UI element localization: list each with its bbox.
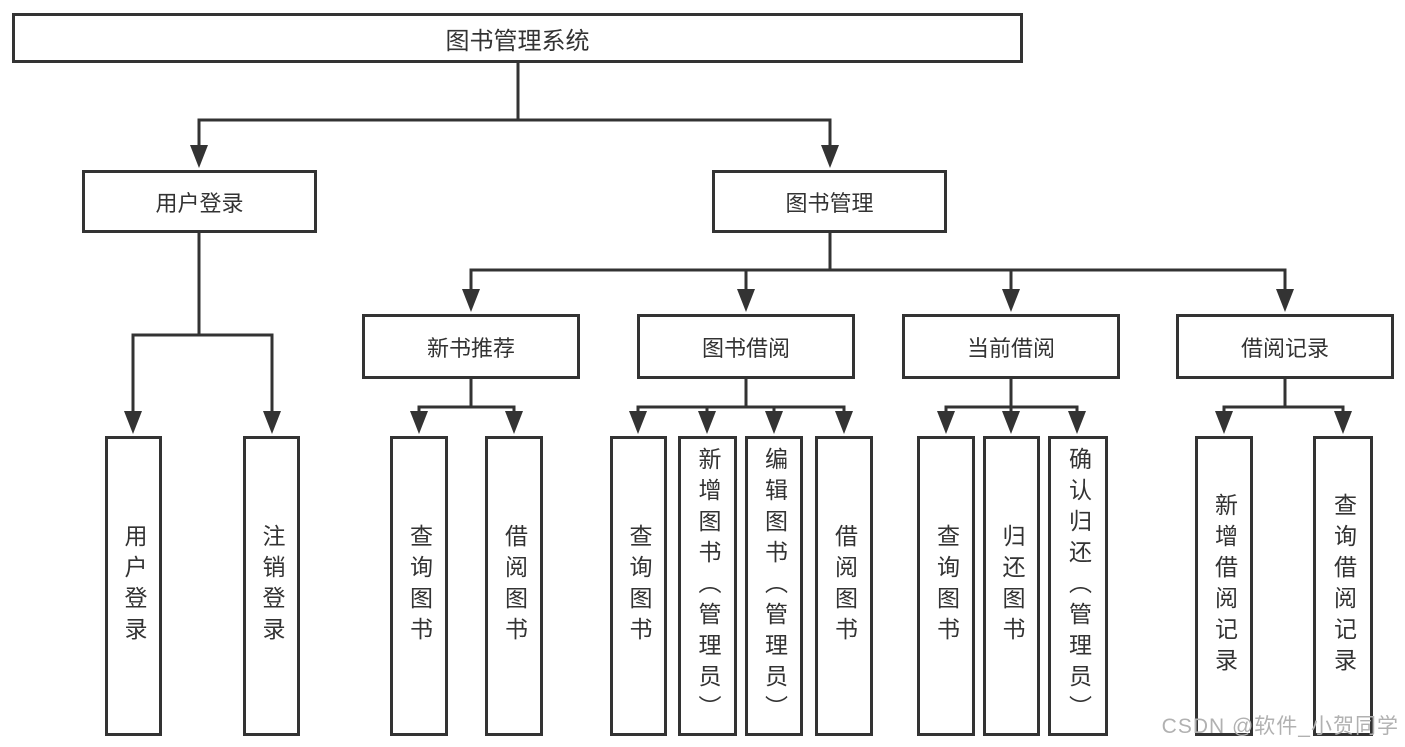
node-label: 注销登录: [259, 524, 285, 648]
node-label: 借阅图书: [831, 524, 858, 648]
arrow-down-icon: [821, 145, 839, 168]
arrow-down-icon: [124, 411, 142, 434]
leaf-edit-books-admin: 编辑图书（管理员）: [745, 436, 803, 736]
node-label: 归还图书: [999, 524, 1025, 648]
leaf-query-books-borrow: 查询图书: [610, 436, 667, 736]
node-root-system: 图书管理系统: [12, 13, 1023, 63]
node-label: 确认归还（管理员）: [1065, 446, 1092, 726]
arrow-down-icon: [1334, 411, 1352, 434]
connector-records-to-children: [1215, 377, 1352, 434]
connector-book-management-to-children: [462, 231, 1294, 312]
node-label: 查询图书: [933, 524, 960, 648]
leaf-user-login: 用户登录: [105, 436, 162, 736]
arrow-down-icon: [765, 411, 783, 434]
leaf-add-borrow-record: 新增借阅记录: [1195, 436, 1253, 736]
leaf-logout: 注销登录: [243, 436, 300, 736]
arrow-down-icon: [462, 289, 480, 312]
arrow-down-icon: [629, 411, 647, 434]
leaf-confirm-return-admin: 确认归还（管理员）: [1048, 436, 1108, 736]
arrow-down-icon: [835, 411, 853, 434]
node-borrow-records: 借阅记录: [1176, 314, 1394, 379]
arrow-down-icon: [698, 411, 716, 434]
connector-user-login-to-children: [124, 231, 281, 434]
connector-root-to-level2: [190, 61, 839, 168]
leaf-borrow-books-recommend: 借阅图书: [485, 436, 543, 736]
node-label: 查询借阅记录: [1330, 493, 1357, 679]
node-book-borrow: 图书借阅: [637, 314, 855, 379]
node-current-borrow: 当前借阅: [902, 314, 1120, 379]
connector-borrow-to-children: [629, 377, 853, 434]
node-new-book-recommend: 新书推荐: [362, 314, 580, 379]
arrow-down-icon: [1068, 411, 1086, 434]
leaf-query-books-recommend: 查询图书: [390, 436, 448, 736]
arrow-down-icon: [937, 411, 955, 434]
leaf-return-books: 归还图书: [983, 436, 1040, 736]
node-label: 用户登录: [121, 524, 147, 648]
node-label: 图书管理: [785, 190, 874, 216]
node-label: 图书借阅: [701, 335, 790, 361]
node-label: 借阅记录: [1240, 335, 1329, 361]
leaf-query-borrow-record: 查询借阅记录: [1313, 436, 1373, 736]
node-label: 编辑图书（管理员）: [761, 446, 788, 726]
arrow-down-icon: [1215, 411, 1233, 434]
node-label: 当前借阅: [966, 335, 1055, 361]
connector-recommend-to-children: [410, 377, 523, 434]
watermark: CSDN @软件_小贺同学: [1161, 715, 1399, 738]
node-book-management: 图书管理: [712, 170, 947, 233]
connector-current-to-children: [937, 377, 1086, 434]
node-label: 新增图书（管理员）: [695, 446, 721, 726]
arrow-down-icon: [190, 145, 208, 168]
node-label: 查询图书: [626, 524, 652, 648]
node-label: 借阅图书: [501, 524, 528, 648]
node-label: 查询图书: [406, 524, 433, 648]
node-label: 图书管理系统: [445, 27, 590, 55]
leaf-query-books-current: 查询图书: [917, 436, 975, 736]
node-label: 新书推荐: [426, 335, 515, 361]
arrow-down-icon: [263, 411, 281, 434]
leaf-add-books-admin: 新增图书（管理员）: [678, 436, 737, 736]
node-label: 用户登录: [155, 190, 244, 216]
node-user-login: 用户登录: [82, 170, 317, 233]
arrow-down-icon: [1002, 289, 1020, 312]
leaf-borrow-books: 借阅图书: [815, 436, 873, 736]
arrow-down-icon: [737, 289, 755, 312]
node-label: 新增借阅记录: [1211, 493, 1238, 679]
arrow-down-icon: [505, 411, 523, 434]
arrow-down-icon: [410, 411, 428, 434]
arrow-down-icon: [1002, 411, 1020, 434]
arrow-down-icon: [1276, 289, 1294, 312]
